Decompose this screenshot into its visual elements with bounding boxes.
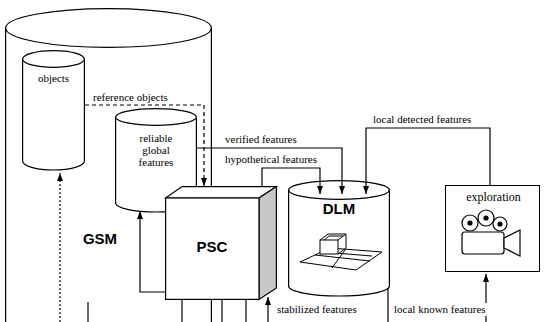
storage-cylinder-outline (22, 50, 85, 170)
node-label: PSC (165, 238, 259, 255)
module-box: exploration (445, 185, 540, 272)
storage-cylinder: DLM (288, 180, 390, 296)
box-side (259, 187, 276, 300)
cylinder-body (289, 190, 390, 296)
wire-stub (87, 302, 88, 322)
wire-stub (387, 288, 388, 322)
node-label: objects (22, 72, 85, 84)
cylinder-top (289, 181, 390, 200)
flow-label: stabilized features (276, 303, 358, 316)
process-box: PSC (165, 186, 277, 300)
wire-stub (245, 300, 246, 322)
stabilized-arrow (267, 297, 268, 322)
node-label: GSM (55, 230, 145, 247)
map-illustration (300, 234, 382, 270)
camera-icon (462, 210, 520, 256)
wire-stub (181, 300, 182, 322)
edge-label: hypothetical features (216, 153, 318, 166)
storage-cylinder: objects (22, 50, 85, 170)
edge-label: local detected features (372, 113, 472, 126)
flow-label: local known features (393, 303, 487, 316)
cylinder-top (116, 109, 197, 126)
edge-label: reference objects (92, 91, 169, 104)
cylinder-top (6, 9, 212, 48)
wire-stub (221, 300, 222, 322)
dotted-arrow (59, 173, 60, 322)
cylinder-body (23, 59, 85, 170)
node-label: exploration (446, 190, 541, 204)
flow-arrow (140, 211, 165, 292)
node-label: reliable global features (126, 132, 186, 168)
storage-cylinder-outline (288, 180, 390, 296)
cylinder-top (23, 51, 85, 68)
box-top (166, 187, 277, 198)
node-label: DLM (288, 200, 390, 217)
box-front (166, 198, 259, 299)
edge-label: verified features (224, 133, 298, 146)
